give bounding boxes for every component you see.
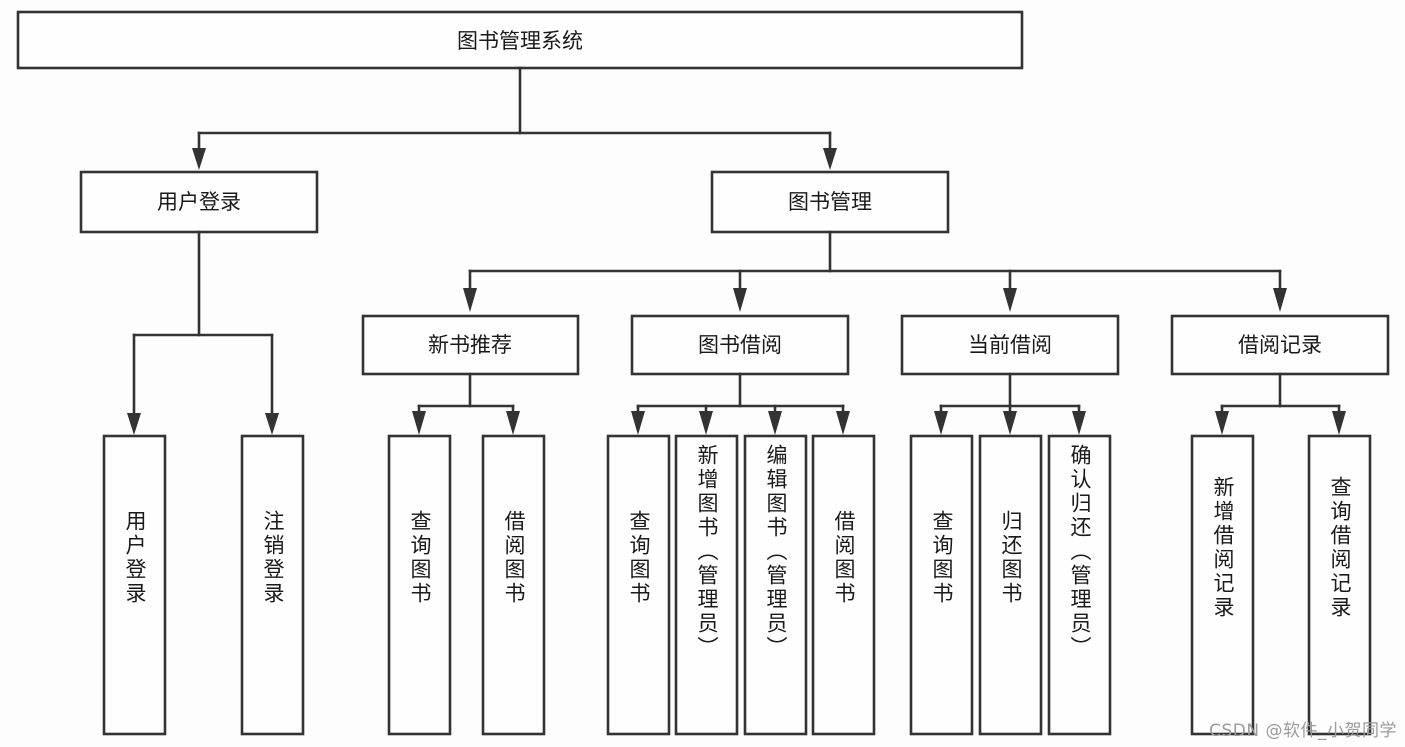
leaf-box-borrow-record-0[interactable] bbox=[1190, 434, 1255, 736]
node-user-login[interactable]: 用户登录 bbox=[79, 170, 319, 234]
arrow-leaf-u2 bbox=[265, 413, 279, 435]
arrow-leaf-u1 bbox=[127, 413, 141, 435]
arrow-leaf-b1 bbox=[631, 411, 645, 435]
node-new-book-label: 新书推荐 bbox=[428, 333, 512, 357]
csdn-watermark: CSDN @软件_小贺同学 bbox=[1209, 721, 1397, 741]
node-root-label: 图书管理系统 bbox=[457, 29, 583, 53]
arrow-leaf-b2 bbox=[699, 411, 713, 435]
node-borrow-record[interactable]: 借阅记录 bbox=[1170, 314, 1390, 376]
node-root[interactable]: 图书管理系统 bbox=[16, 10, 1024, 70]
connector-user-login-to-leaves bbox=[127, 230, 279, 435]
arrow-new-book bbox=[463, 288, 477, 312]
connector-book-borrow-to-leaves bbox=[631, 372, 850, 435]
node-book-borrow[interactable]: 图书借阅 bbox=[630, 314, 850, 376]
node-root-box[interactable] bbox=[16, 10, 1024, 70]
connector-root-to-level2 bbox=[192, 66, 837, 170]
leaf-box-current-borrow-2[interactable] bbox=[1047, 434, 1112, 736]
node-book-manage[interactable]: 图书管理 bbox=[710, 170, 950, 234]
node-book-borrow-label: 图书借阅 bbox=[698, 333, 782, 357]
arrow-current-borrow bbox=[1003, 288, 1017, 312]
leaf-box-book-borrow-0[interactable] bbox=[606, 434, 671, 736]
node-book-borrow-box[interactable] bbox=[630, 314, 850, 376]
leaf-box-book-borrow-2[interactable] bbox=[743, 434, 808, 736]
connector-borrow-record-to-leaves bbox=[1215, 372, 1346, 435]
leaf-box-new-book-0[interactable] bbox=[387, 434, 452, 736]
connector-new-book-to-leaves bbox=[412, 372, 520, 435]
arrow-book-borrow bbox=[733, 288, 747, 312]
node-new-book[interactable]: 新书推荐 bbox=[361, 314, 580, 376]
leaf-box-borrow-record-1[interactable] bbox=[1307, 434, 1372, 736]
arrow-leaf-c2 bbox=[1003, 411, 1017, 435]
arrow-leaf-r1 bbox=[1215, 411, 1229, 435]
arrow-leaf-c3 bbox=[1072, 411, 1086, 435]
connector-book-manage-to-level3 bbox=[463, 230, 1287, 312]
node-current-borrow[interactable]: 当前借阅 bbox=[900, 314, 1120, 376]
arrow-leaf-n2 bbox=[506, 411, 520, 435]
connector-current-borrow-to-leaves bbox=[934, 372, 1086, 435]
arrow-book-manage bbox=[823, 148, 837, 170]
leaf-box-book-borrow-1[interactable] bbox=[674, 434, 739, 736]
leaf-box-user-login-0[interactable] bbox=[102, 434, 167, 736]
leaf-box-user-login-1[interactable] bbox=[240, 434, 305, 736]
arrow-leaf-b4 bbox=[836, 411, 850, 435]
arrow-leaf-b3 bbox=[768, 411, 782, 435]
arrow-leaf-c1 bbox=[934, 411, 948, 435]
arrow-leaf-n1 bbox=[412, 411, 426, 435]
node-book-manage-label: 图书管理 bbox=[788, 190, 872, 214]
arrow-borrow-record bbox=[1273, 288, 1287, 312]
node-new-book-box[interactable] bbox=[361, 314, 580, 376]
leaf-box-book-borrow-3[interactable] bbox=[811, 434, 876, 736]
leaf-box-current-borrow-0[interactable] bbox=[909, 434, 974, 736]
leaf-box-current-borrow-1[interactable] bbox=[978, 434, 1043, 736]
arrow-leaf-r2 bbox=[1332, 411, 1346, 435]
node-borrow-record-box[interactable] bbox=[1170, 314, 1390, 376]
node-user-login-label: 用户登录 bbox=[157, 190, 241, 214]
arrow-user-login bbox=[192, 148, 206, 170]
node-current-borrow-label: 当前借阅 bbox=[968, 333, 1052, 357]
node-borrow-record-label: 借阅记录 bbox=[1238, 333, 1322, 357]
node-current-borrow-box[interactable] bbox=[900, 314, 1120, 376]
node-book-manage-box[interactable] bbox=[710, 170, 950, 234]
leaf-box-new-book-1[interactable] bbox=[481, 434, 546, 736]
